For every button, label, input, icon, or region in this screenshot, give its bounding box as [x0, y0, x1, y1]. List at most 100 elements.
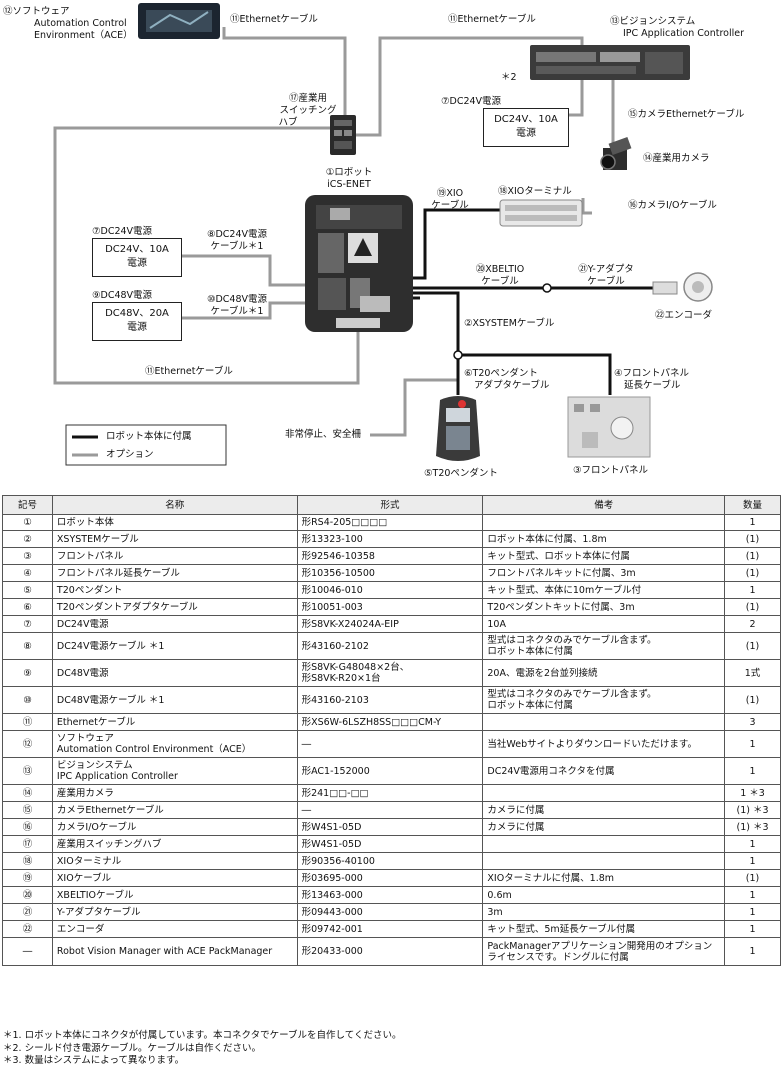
cell-symbol: ⑦ [2, 615, 53, 633]
cell-symbol: ⑫ [2, 730, 53, 758]
footnote: ＊1. ロボット本体にコネクタが付属しています。本コネクタでケーブルを自作してく… [3, 1030, 402, 1041]
cell-remarks: 当社Webサイトよりダウンロードいただけます。 [482, 730, 726, 758]
cell-model: ― [296, 730, 484, 758]
cell-model: 形92546-10358 [296, 547, 484, 565]
cell-qty: 1 [724, 514, 781, 531]
switching-hub-image [330, 115, 356, 155]
cell-name: DC24V電源ケーブル ＊1 [51, 632, 298, 660]
cell-name: 産業用スイッチングハブ [51, 835, 298, 853]
dc24-label: ⑦DC24V電源 [92, 226, 153, 237]
cell-model: 形43160-2102 [296, 632, 484, 660]
xio-terminal-label: ⑱XIOターミナル [498, 186, 572, 197]
cell-qty: 1 ＊3 [724, 784, 781, 802]
cell-name: ビジョンシステム IPC Application Controller [51, 757, 298, 785]
cell-remarks: 0.6m [482, 886, 726, 904]
cell-qty: (1) [724, 869, 781, 887]
header-symbol: 記号 [2, 495, 53, 515]
cell-symbol: ② [2, 530, 53, 548]
cell-remarks: 10A [482, 615, 726, 633]
cell-qty: 1 [724, 852, 781, 870]
cell-remarks: キット型式、ロボット本体に付属 [482, 547, 726, 565]
cell-model: 形13323-100 [296, 530, 484, 548]
cell-symbol: ⑳ [2, 886, 53, 904]
cell-model: 形43160-2103 [296, 686, 484, 714]
cell-qty: 1 [724, 730, 781, 758]
legend-attached-label: ロボット本体に付属 [106, 431, 192, 442]
cell-symbol: ⑧ [2, 632, 53, 660]
cell-qty: 3 [724, 713, 781, 731]
cell-remarks: 20A、電源を2台並列接続 [482, 659, 726, 687]
dc48-cable-label: ⑩DC48V電源ケーブル＊1 [206, 294, 268, 317]
cell-name: XIOターミナル [51, 852, 298, 870]
cell-qty: 1 [724, 920, 781, 938]
legend-option-label: オプション [106, 449, 154, 460]
front-panel-image [567, 396, 651, 458]
eth-cable-label-b: ⑪Ethernetケーブル [448, 14, 536, 25]
footnote: ＊3. 数量はシステムによって異なります。 [3, 1055, 185, 1066]
camera-label: ⑭産業用カメラ [643, 153, 710, 164]
t20-pendant-image [436, 396, 480, 461]
header-remarks: 備考 [482, 495, 726, 515]
cell-symbol: ① [2, 514, 53, 531]
cell-remarks [482, 852, 726, 870]
cell-qty: 1 [724, 835, 781, 853]
cell-symbol: ⑬ [2, 757, 53, 785]
cell-symbol: ⑲ [2, 869, 53, 887]
cell-model: 形AC1-152000 [296, 757, 484, 785]
cell-symbol: ⑯ [2, 818, 53, 836]
cell-name: DC48V電源 [51, 659, 298, 687]
encoder-label: ㉒エンコーダ [655, 310, 713, 321]
cell-name: DC48V電源ケーブル ＊1 [51, 686, 298, 714]
cell-symbol: ⑱ [2, 852, 53, 870]
cell-model: 形20433-000 [296, 937, 484, 966]
cell-symbol: ⑰ [2, 835, 53, 853]
cell-remarks: 3m [482, 903, 726, 921]
dc48-label: ⑨DC48V電源 [92, 290, 153, 301]
system-diagram [53, 3, 713, 466]
cell-symbol: ⑪ [2, 713, 53, 731]
ipc-controller-image [530, 45, 690, 80]
cell-model: 形RS4-205□□□□ [296, 514, 484, 531]
header-name: 名称 [51, 495, 298, 515]
cell-name: カメラEthernetケーブル [51, 801, 298, 819]
cell-name: フロントパネル延長ケーブル [51, 564, 298, 582]
front-panel-label: ③フロントパネル [573, 465, 649, 476]
cell-model: 形13463-000 [296, 886, 484, 904]
cell-model: 形10051-003 [296, 598, 484, 616]
header-qty: 数量 [724, 495, 781, 515]
cell-name: フロントパネル [51, 547, 298, 565]
cell-model: 形10356-10500 [296, 564, 484, 582]
cell-symbol: ④ [2, 564, 53, 582]
cell-name: Robot Vision Manager with ACE PackManage… [51, 937, 298, 966]
cell-model: 形03695-000 [296, 869, 484, 887]
eth-cable-label-a: ⑪Ethernetケーブル [230, 14, 318, 25]
table-row: ―Robot Vision Manager with ACE PackManag… [2, 937, 781, 966]
cell-model: 形241□□-□□ [296, 784, 484, 802]
xio-terminal-image [499, 199, 583, 227]
cell-name: T20ペンダント [51, 581, 298, 599]
cell-model: 形W4S1-05D [296, 818, 484, 836]
cell-name: カメラI/Oケーブル [51, 818, 298, 836]
dc24-top-label: ⑦DC24V電源 [441, 96, 502, 107]
cell-name: 産業用カメラ [51, 784, 298, 802]
cell-remarks: フロントパネルキットに付属、3m [482, 564, 726, 582]
cell-model: 形S8VK-G48048×2台、 形S8VK-R20×1台 [296, 659, 484, 687]
